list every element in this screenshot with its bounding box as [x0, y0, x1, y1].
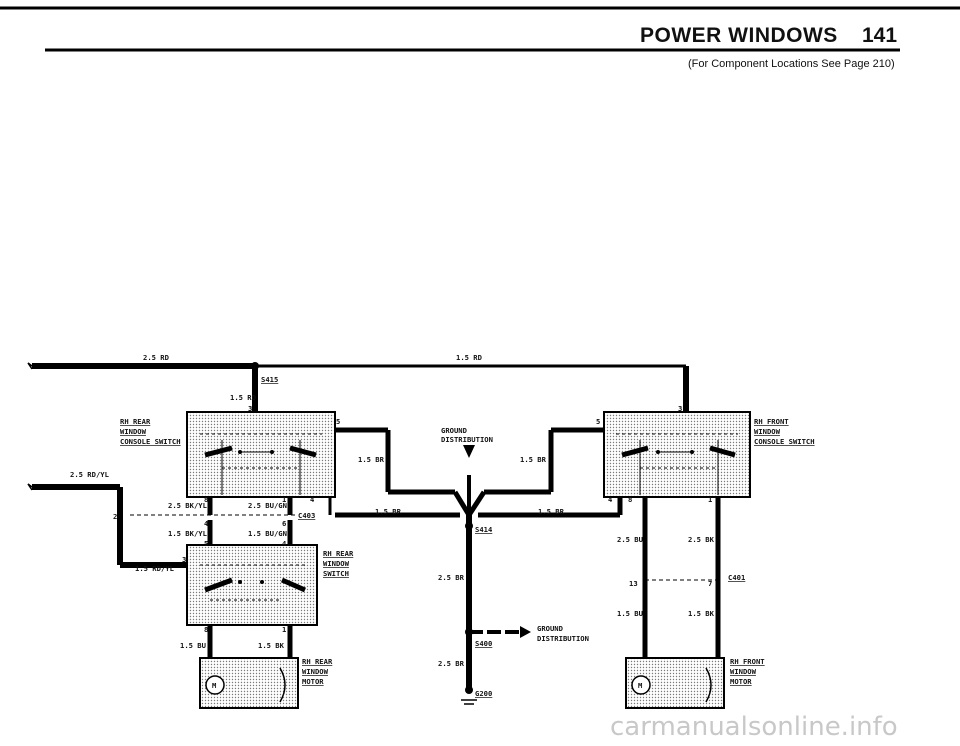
svg-text:CONSOLE SWITCH: CONSOLE SWITCH — [120, 437, 181, 446]
g200-ground — [465, 686, 473, 694]
rear-console-wires — [130, 497, 332, 545]
pin-numbers: 3 5 8 1 4 2 4 6 5 4 3 8 1 3 5 4 8 1 13 7 — [113, 404, 712, 634]
wire-label-front-bk-lower: 1.5 BK — [688, 609, 715, 618]
wire-label-brown-right-b: 1.5 BR — [538, 507, 565, 516]
wire-label-brown-ground-b: 2.5 BR — [438, 659, 465, 668]
svg-text:RH REAR: RH REAR — [323, 549, 354, 558]
wire-label-s415-red: 1.5 RD — [230, 393, 256, 402]
wire-label-left-rd-yl: 2.5 RD/YL — [70, 470, 110, 479]
page-subtitle: (For Component Locations See Page 210) — [688, 58, 895, 70]
svg-text:3: 3 — [248, 404, 252, 413]
svg-text:13: 13 — [629, 579, 638, 588]
rh-rear-window-motor — [199, 657, 299, 709]
svg-text:8: 8 — [628, 495, 632, 504]
label-rh-rear-console-switch: RH REAR WINDOW CONSOLE SWITCH — [120, 417, 181, 446]
rd-yl-wire — [27, 483, 187, 568]
label-rh-front-console-switch: RH FRONT WINDOW CONSOLE SWITCH — [754, 417, 815, 446]
wire-label-front-bu-upper: 2.5 BU — [617, 535, 643, 544]
svg-text:5: 5 — [336, 417, 340, 426]
rh-rear-window-switch — [186, 544, 318, 626]
wire-label-brown-left-b: 1.5 BR — [375, 507, 402, 516]
svg-text:RH FRONT: RH FRONT — [730, 657, 765, 666]
svg-text:7: 7 — [708, 579, 712, 588]
svg-text:GROUND: GROUND — [441, 426, 467, 435]
svg-text:RH FRONT: RH FRONT — [754, 417, 789, 426]
svg-text:3: 3 — [182, 555, 186, 564]
label-ground-distribution-lower: GROUND DISTRIBUTION — [537, 624, 589, 643]
svg-text:CONSOLE SWITCH: CONSOLE SWITCH — [754, 437, 815, 446]
svg-text:MOTOR: MOTOR — [730, 677, 752, 686]
wire-label-front-bu-lower: 1.5 BU — [617, 609, 643, 618]
ground-wires — [335, 427, 623, 705]
power-feed-wires — [27, 362, 689, 412]
wire-label-top-mid-red: 1.5 RD — [456, 353, 482, 362]
wire-label-bu-gn-lower: 1.5 BU/GN — [248, 529, 287, 538]
svg-text:RH REAR: RH REAR — [302, 657, 333, 666]
label-ground-distribution-upper: GROUND DISTRIBUTION — [441, 426, 493, 444]
s400-splice — [465, 628, 473, 636]
svg-text:1: 1 — [708, 495, 712, 504]
rh-front-console-switch — [603, 411, 751, 498]
wire-label-brown-right-a: 1.5 BR — [520, 455, 547, 464]
splice-label-s415: S415 — [261, 375, 278, 384]
wire-label-brown-left-a: 1.5 BR — [358, 455, 385, 464]
front-motor-m-symbol: M — [638, 681, 643, 690]
svg-text:5: 5 — [204, 539, 208, 548]
connector-label-c401: C401 — [728, 573, 745, 582]
svg-text:6: 6 — [282, 519, 286, 528]
connector-label-c403: C403 — [298, 511, 315, 520]
rh-rear-console-switch — [186, 411, 336, 498]
svg-text:SWITCH: SWITCH — [323, 569, 349, 578]
svg-text:1: 1 — [282, 625, 286, 634]
svg-text:5: 5 — [596, 417, 600, 426]
svg-text:WINDOW: WINDOW — [302, 667, 329, 676]
s414-splice — [465, 522, 473, 530]
svg-text:4: 4 — [204, 519, 208, 528]
svg-text:WINDOW: WINDOW — [730, 667, 757, 676]
label-rh-rear-window-switch: RH REAR WINDOW SWITCH — [323, 549, 354, 578]
svg-text:WINDOW: WINDOW — [323, 559, 350, 568]
page-title: POWER WINDOWS — [640, 24, 838, 47]
s415-splice — [251, 362, 259, 370]
svg-text:RH REAR: RH REAR — [120, 417, 151, 426]
svg-text:MOTOR: MOTOR — [302, 677, 324, 686]
rh-front-window-motor — [625, 657, 725, 709]
splice-label-s414: S414 — [475, 525, 492, 534]
svg-text:4: 4 — [310, 495, 314, 504]
svg-text:WINDOW: WINDOW — [754, 427, 781, 436]
rear-switch-to-motor-wires — [207, 625, 293, 658]
page-number: 141 — [862, 24, 898, 47]
svg-text:4: 4 — [608, 495, 612, 504]
wire-label-front-bk-upper: 2.5 BK — [688, 535, 715, 544]
svg-text:2: 2 — [113, 512, 117, 521]
front-console-to-motor-wires — [642, 497, 721, 658]
watermark: carmanualsonline.info — [610, 712, 898, 742]
svg-text:GROUND: GROUND — [537, 624, 563, 633]
ground-label-g200: G200 — [475, 689, 492, 698]
svg-text:3: 3 — [678, 404, 682, 413]
wire-label-rear-motor-bu: 1.5 BU — [180, 641, 206, 650]
wire-label-bu-gn-upper: 2.5 BU/GN — [248, 501, 287, 510]
rear-motor-m-symbol: M — [212, 681, 217, 690]
svg-text:8: 8 — [204, 625, 208, 634]
wire-label-rear-motor-bk: 1.5 BK — [258, 641, 285, 650]
wire-label-top-left-red: 2.5 RD — [143, 353, 169, 362]
svg-text:8: 8 — [204, 495, 208, 504]
splice-label-s400: S400 — [475, 639, 492, 648]
svg-text:4: 4 — [282, 539, 286, 548]
wire-label-bk-yl-upper: 2.5 BK/YL — [168, 501, 208, 510]
svg-text:WINDOW: WINDOW — [120, 427, 147, 436]
wire-label-bk-yl-lower: 1.5 BK/YL — [168, 529, 208, 538]
wire-label-brown-ground-a: 2.5 BR — [438, 573, 465, 582]
svg-text:DISTRIBUTION: DISTRIBUTION — [441, 435, 493, 444]
label-rh-front-window-motor: RH FRONT WINDOW MOTOR — [730, 657, 765, 686]
svg-text:DISTRIBUTION: DISTRIBUTION — [537, 634, 589, 643]
wire-label-rd-yl-lower: 1.5 RD/YL — [135, 564, 175, 573]
label-rh-rear-window-motor: RH REAR WINDOW MOTOR — [302, 657, 333, 686]
svg-text:1: 1 — [282, 495, 286, 504]
